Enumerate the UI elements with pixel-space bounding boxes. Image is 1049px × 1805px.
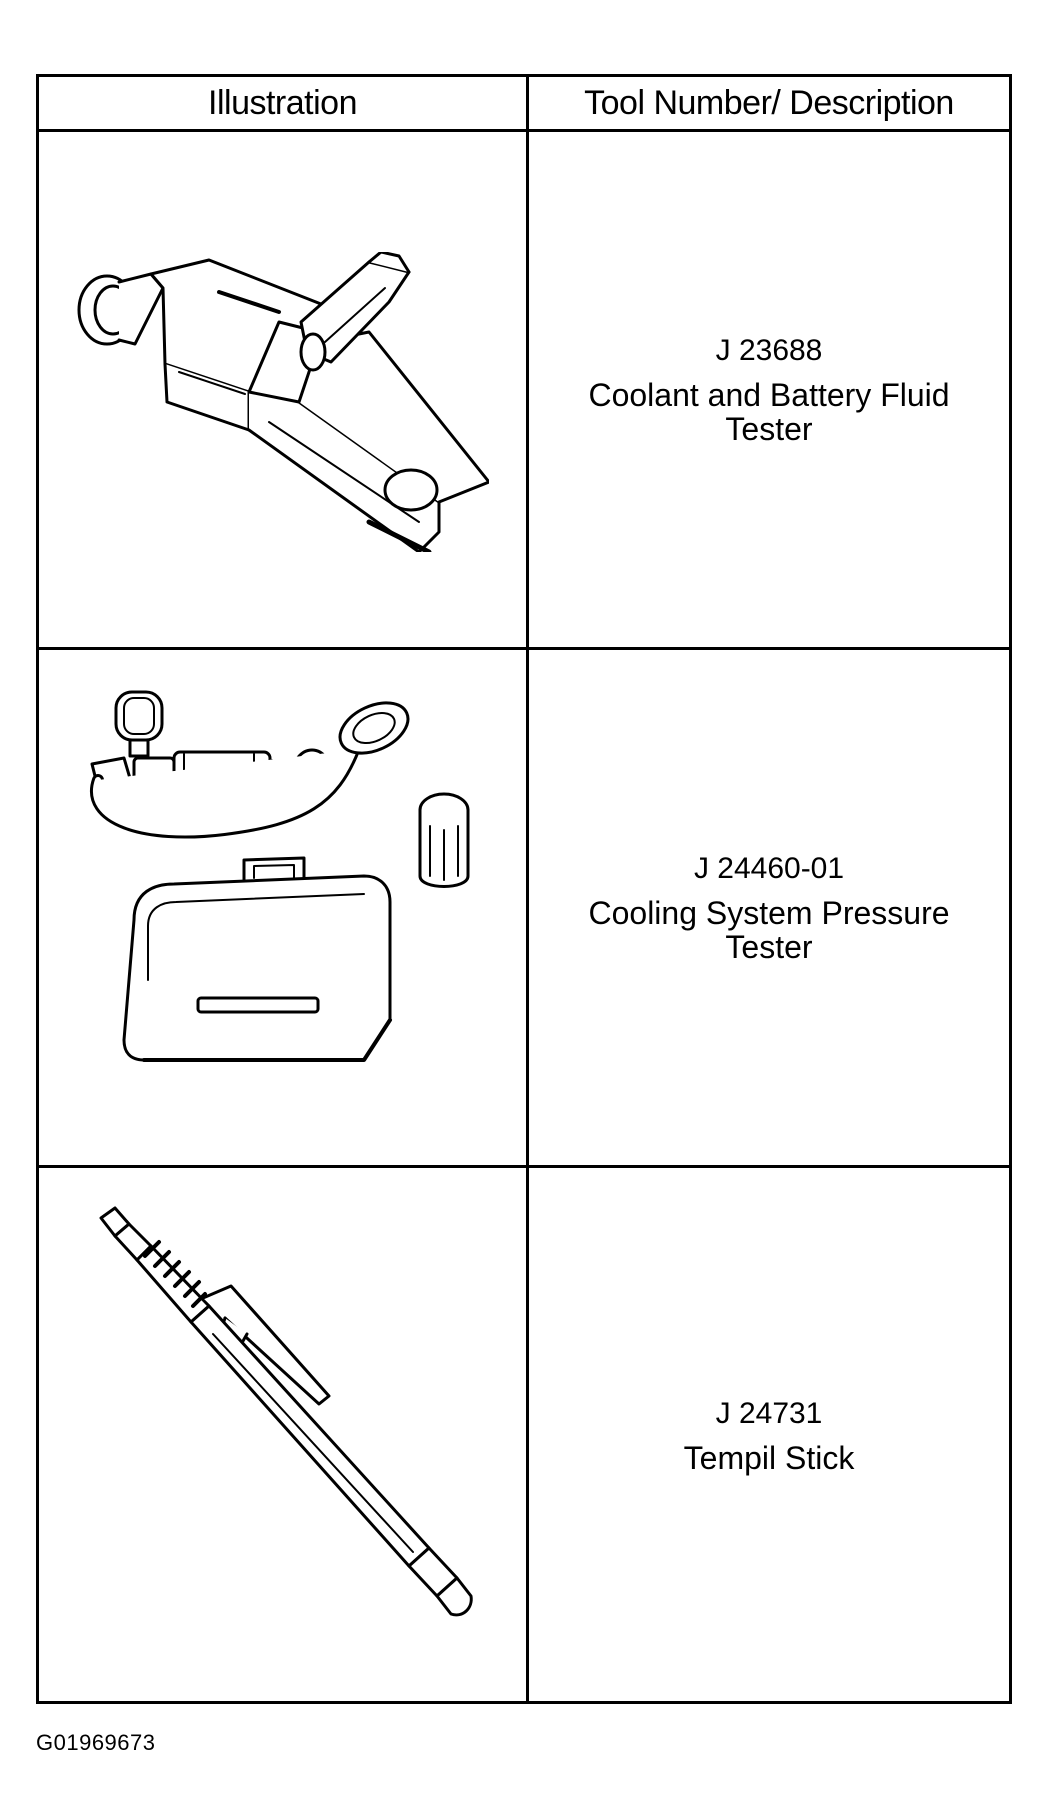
tool-number: J 24460-01 xyxy=(693,851,845,885)
illustration-cell xyxy=(39,132,526,647)
column-divider xyxy=(526,77,529,1701)
pressure-tester-kit-illustration xyxy=(90,690,470,1062)
header-divider xyxy=(39,129,1009,132)
header-illustration: Illustration xyxy=(208,83,357,122)
tool-number: J 24731 xyxy=(715,1397,823,1430)
header-tool-description: Tool Number/ Description xyxy=(584,83,954,122)
tool-table: Illustration Tool Number/ Description xyxy=(36,74,1012,1704)
tool-description-cell: J 24731 Tempil Stick xyxy=(529,1168,1009,1704)
tool-description-cell: J 24460-01 Cooling System Pressure Teste… xyxy=(529,650,1009,1165)
figure-id: G01969673 xyxy=(36,1730,156,1755)
tool-description: Tempil Stick xyxy=(683,1440,855,1476)
refractometer-tester-illustration xyxy=(77,252,489,552)
tool-description: Coolant and Battery Fluid Tester xyxy=(588,376,950,447)
row-divider xyxy=(39,1165,1009,1168)
tempil-stick-illustration xyxy=(99,1206,473,1617)
illustration-cell xyxy=(39,650,526,1165)
illustration-cell xyxy=(39,1168,526,1704)
tool-number: J 23688 xyxy=(715,333,823,367)
tool-description: Cooling System Pressure Tester xyxy=(588,894,950,965)
tool-description-cell: J 23688 Coolant and Battery Fluid Tester xyxy=(529,132,1009,647)
row-divider xyxy=(39,647,1009,650)
